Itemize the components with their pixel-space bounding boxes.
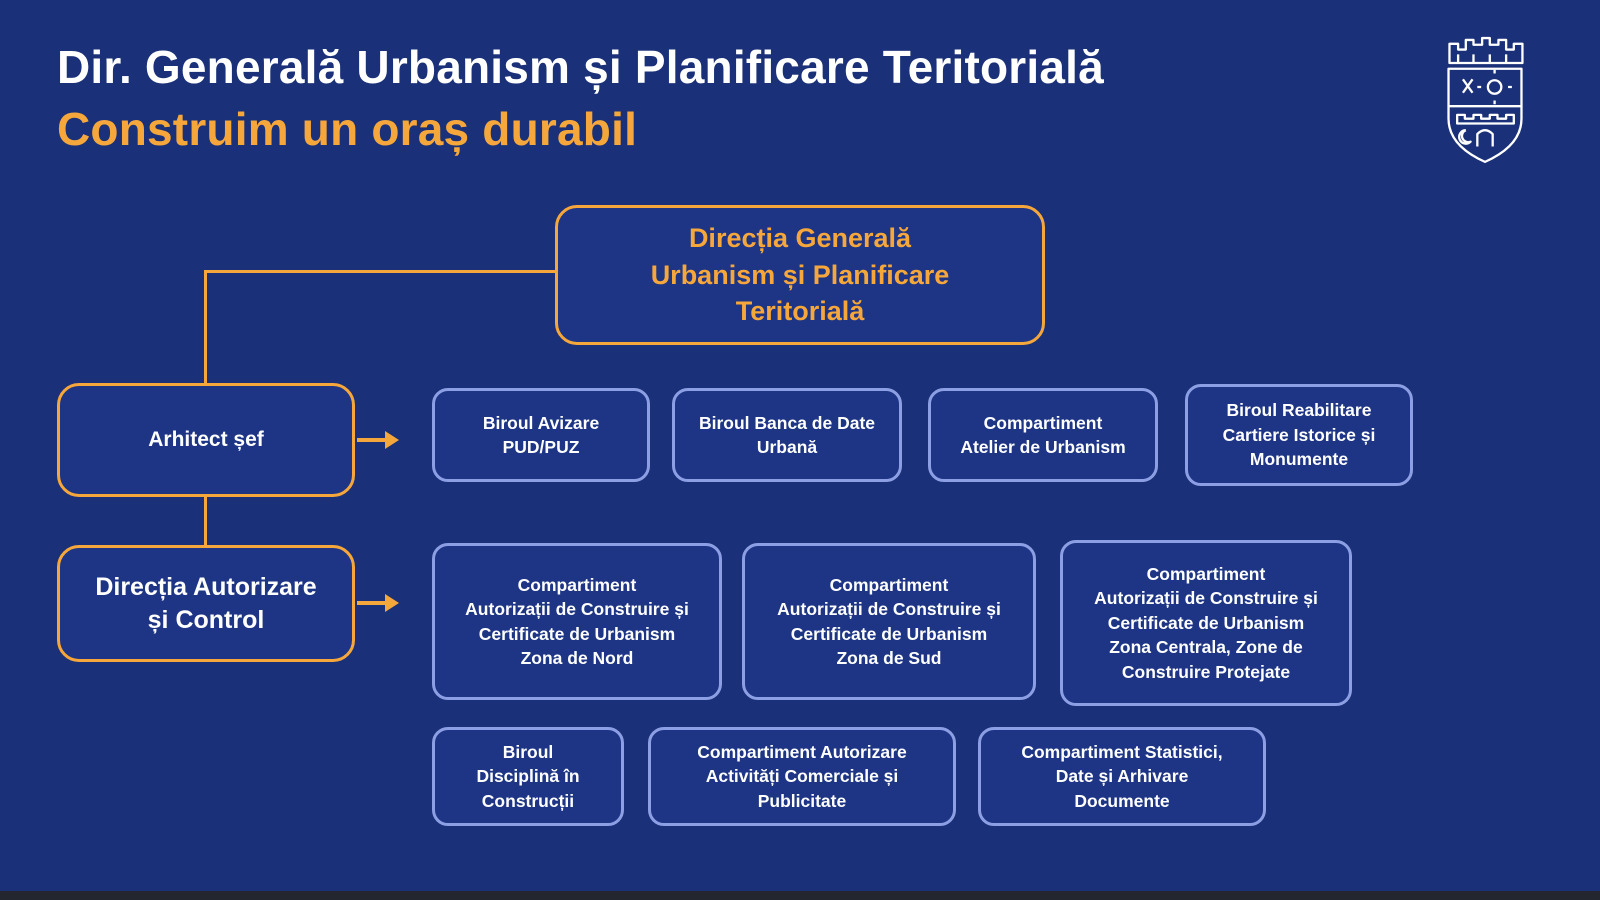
org-box-autorizatii-zona-centrala: Compartiment Autorizații de Construire ș… — [1060, 540, 1352, 706]
org-box-label: Compartiment Statistici, Date și Arhivar… — [1021, 741, 1223, 811]
org-box-directia-autorizare: Direcția Autorizare și Control — [57, 545, 355, 662]
org-box-label: Compartiment Atelier de Urbanism — [960, 412, 1126, 458]
org-box-label: Direcția Generală Urbanism și Planificar… — [650, 223, 950, 327]
org-box-atelier-urbanism: Compartiment Atelier de Urbanism — [928, 388, 1158, 482]
org-box-label: Biroul Avizare PUD/PUZ — [482, 412, 600, 458]
org-box-label: Direcția Autorizare și Control — [95, 573, 317, 634]
org-box-label: Biroul Disciplină în Construcții — [476, 741, 580, 811]
bottom-edge-strip — [0, 891, 1600, 900]
org-box-label: Biroul Banca de Date Urbană — [698, 412, 876, 458]
org-box-arhitect-sef: Arhitect șef — [57, 383, 355, 497]
arrow-head — [385, 594, 399, 612]
org-box-disciplina-constructii: Biroul Disciplină în Construcții — [432, 727, 624, 826]
org-box-banca-de-date: Biroul Banca de Date Urbană — [672, 388, 902, 482]
page-subtitle: Construim un oraș durabil — [57, 103, 638, 156]
org-box-autorizatii-zona-nord: Compartiment Autorizații de Construire ș… — [432, 543, 722, 700]
arrow-shaft — [357, 601, 385, 605]
org-box-label: Compartiment Autorizații de Construire ș… — [465, 574, 689, 669]
org-box-label: Compartiment Autorizații de Construire ș… — [1094, 563, 1318, 682]
org-box-label: Arhitect șef — [148, 428, 264, 452]
org-box-label: Compartiment Autorizații de Construire ș… — [777, 574, 1001, 669]
arrow-shaft — [357, 438, 385, 442]
org-box-label: Biroul Reabilitare Cartiere Istorice și … — [1222, 400, 1376, 470]
city-coat-of-arms-icon — [1437, 28, 1533, 170]
arrow-right-icon-autorizare — [357, 594, 399, 612]
page-title: Dir. Generală Urbanism și Planificare Te… — [57, 41, 1104, 93]
org-box-label: Compartiment Autorizare Activități Comer… — [697, 741, 907, 811]
org-box-autorizatii-zona-sud: Compartiment Autorizații de Construire ș… — [742, 543, 1036, 700]
arrow-right-icon-arhitect — [357, 431, 399, 449]
org-box-autorizare-comerciale: Compartiment Autorizare Activități Comer… — [648, 727, 956, 826]
org-box-directia-generala: Direcția Generală Urbanism și Planificar… — [555, 205, 1045, 345]
arrow-head — [385, 431, 399, 449]
connector-root-horizontal — [204, 270, 555, 273]
org-box-reabilitare-cartiere: Biroul Reabilitare Cartiere Istorice și … — [1185, 384, 1413, 486]
header: Dir. Generală Urbanism și Planificare Te… — [57, 36, 1104, 160]
org-box-statistici-arhivare: Compartiment Statistici, Date și Arhivar… — [978, 727, 1266, 826]
org-box-biroul-avizare: Biroul Avizare PUD/PUZ — [432, 388, 650, 482]
